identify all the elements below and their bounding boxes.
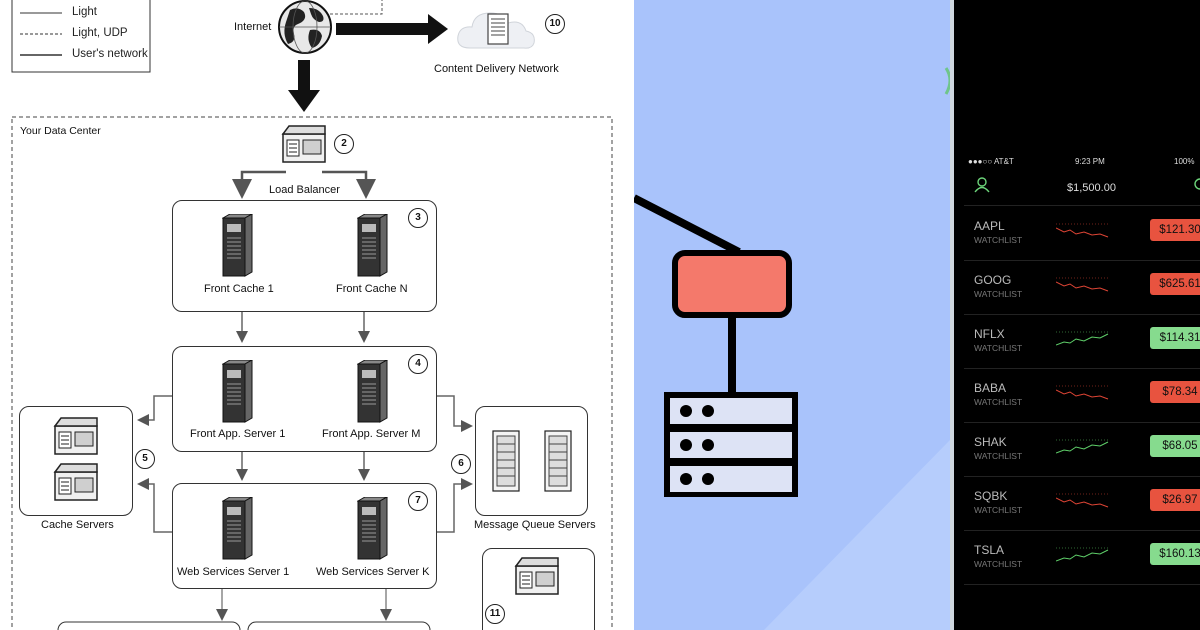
watchlist-tag: WATCHLIST [974,505,1023,515]
front-cache-server-icon [222,214,254,277]
step-marker-3: 3 [408,208,428,228]
cdn-cloud-icon [457,12,535,49]
clock-status: 9:23 PM [1075,157,1105,166]
price-badge[interactable]: $26.97 [1150,489,1200,511]
message-queue-server-icon [544,430,572,492]
cache-servers-label: Cache Servers [41,519,114,531]
legend-light: Light [72,6,97,18]
header-divider [964,205,1200,206]
front-app-1-label: Front App. Server 1 [190,428,286,440]
load-balancer-icon [281,125,326,163]
step-marker-7: 7 [408,491,428,511]
front-cache-group [172,200,437,312]
watchlist-row[interactable]: BABA WATCHLIST $78.34 [964,368,1200,423]
watchlist-tag: WATCHLIST [974,343,1023,353]
front-app-m-label: Front App. Server M [322,428,421,440]
stock-symbol: BABA [974,381,1007,395]
cache-server-icon [53,417,98,455]
legend-light-udp: Light, UDP [72,27,128,39]
price-badge[interactable]: $78.34 [1150,381,1200,403]
sparkline [1056,547,1110,562]
search-icon[interactable] [1192,177,1200,193]
stock-symbol: AAPL [974,219,1005,233]
sparkline [1056,385,1110,400]
sparkline [1056,439,1110,454]
watchlist-row[interactable]: NFLX WATCHLIST $114.31 [964,314,1200,369]
cdn-label: Content Delivery Network [434,63,559,75]
diagram-lines [11,0,613,630]
step-marker-10: 10 [545,14,565,34]
account-balance: $1,500.00 [1067,182,1116,194]
web-services-server-icon [222,497,254,560]
front-cache-n-label: Front Cache N [336,283,408,295]
stock-symbol: SHAK [974,435,1007,449]
server-11-icon [514,557,559,595]
data-center-label: Your Data Center [20,125,101,137]
internet-label: Internet [234,21,272,33]
legend-users-network: User's network [72,48,148,60]
step-marker-4: 4 [408,354,428,374]
web-services-server-icon [357,497,389,560]
sparkline [1056,277,1110,292]
price-badge[interactable]: $114.31 [1150,327,1200,349]
front-cache-server-icon [357,214,389,277]
carrier-status: ●●●○○ AT&T [968,157,1014,166]
price-badge[interactable]: $625.61 [1150,273,1200,295]
step-marker-5: 5 [135,449,155,469]
step-marker-11: 11 [485,604,505,624]
watchlist-row[interactable]: GOOG WATCHLIST $625.61 [964,260,1200,315]
stock-symbol: NFLX [974,327,1005,341]
sparkline [1056,223,1110,238]
illustration-svg [634,67,950,630]
price-badge[interactable]: $68.05 [1150,435,1200,457]
web-services-group [172,483,437,589]
message-queue-label: Message Queue Servers [474,519,596,531]
watchlist-row[interactable]: SQBK WATCHLIST $26.97 [964,476,1200,531]
sparkline [1056,493,1110,508]
watchlist-row[interactable]: SHAK WATCHLIST $68.05 [964,422,1200,477]
front-app-server-group [172,346,437,452]
front-app-server-icon [222,360,254,423]
web-services-k-label: Web Services Server K [316,566,430,578]
watchlist-row[interactable]: TSLA WATCHLIST $160.13 [964,530,1200,585]
profile-icon[interactable] [974,177,990,193]
battery-status: 100% [1174,157,1195,166]
front-app-server-icon [357,360,389,423]
architecture-diagram: Light Light, UDP User's network Internet… [11,0,613,630]
sparkline [1056,331,1110,346]
front-cache-1-label: Front Cache 1 [204,283,274,295]
stock-symbol: SQBK [974,489,1008,503]
panel-divider [950,0,954,630]
watchlist-tag: WATCHLIST [974,289,1023,299]
cache-server-icon [53,463,98,501]
price-badge[interactable]: $121.30 [1150,219,1200,241]
watchlist-tag: WATCHLIST [974,397,1023,407]
stock-watchlist-app: ●●●○○ AT&T 9:23 PM 100% $1,500.00 AAPL WA… [950,0,1200,630]
watchlist-row[interactable]: AAPL WATCHLIST $121.30 [964,206,1200,261]
message-queue-server-icon [492,430,520,492]
web-services-1-label: Web Services Server 1 [177,566,290,578]
network-illustration [634,0,950,630]
stock-symbol: TSLA [974,543,1005,557]
stock-symbol: GOOG [974,273,1012,287]
watchlist-tag: WATCHLIST [974,559,1023,569]
watchlist-tag: WATCHLIST [974,235,1023,245]
load-balancer-label: Load Balancer [269,184,340,196]
price-badge[interactable]: $160.13 [1150,543,1200,565]
router-icon [672,250,792,318]
watchlist-tag: WATCHLIST [974,451,1023,461]
globe-icon [278,0,332,54]
step-marker-6: 6 [451,454,471,474]
server-rack-icon [664,392,798,497]
step-marker-2: 2 [334,134,354,154]
